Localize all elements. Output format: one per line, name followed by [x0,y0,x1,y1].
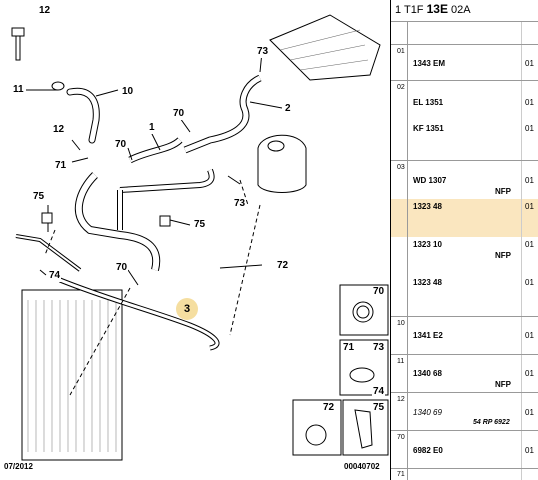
part-number[interactable]: WD 1307 [413,176,447,185]
quantity: 01 [525,240,534,249]
rp-reference: 54 RP 6922 [473,419,510,426]
callout-70-upper: 70 [172,108,186,120]
parts-diagram: 12 73 11 10 2 70 1 12 70 71 75 73 75 70 … [4,5,389,471]
divider [391,21,538,22]
quantity: 01 [525,369,534,378]
callout-73-right: 73 [233,198,247,210]
hose-drawing [11,14,389,461]
quantity: 01 [525,278,534,287]
nfp-note: NFP [495,251,511,260]
callout-73-top: 73 [256,46,270,58]
callout-1: 1 [148,122,156,134]
legend-73-label: 73 [372,342,386,354]
callout-75-left: 75 [32,191,46,203]
quantity: 01 [525,202,534,211]
group-number: 11 [397,358,405,365]
callout-71: 71 [54,160,68,172]
legend-70-label: 70 [372,286,386,298]
quantity: 01 [525,176,534,185]
callout-2: 2 [284,103,292,115]
parts-list-panel: 1 T1F 13E 02A 01 1343 EM 01 02 EL 1351 0… [390,0,538,480]
callout-10: 10 [121,86,135,98]
legend-71-label: 71 [342,342,356,354]
part-number[interactable]: 1340 69 [413,408,442,417]
group-number: 02 [397,84,405,91]
divider [391,468,538,469]
part-number[interactable]: 1340 68 [413,369,442,378]
column-divider [521,22,522,480]
ref-suffix: 02A [447,4,471,16]
part-number[interactable]: EL 1351 [413,98,444,107]
divider [391,430,538,431]
part-number[interactable]: 1343 EM [413,59,446,68]
callout-70-mid: 70 [114,139,128,151]
legend-72-label: 72 [322,402,336,414]
group-number: 01 [397,48,405,55]
callout-75-mid: 75 [193,219,207,231]
callout-12-top: 12 [38,5,52,17]
part-number[interactable]: 1323 48 [413,202,442,211]
quantity: 01 [525,59,534,68]
callout-12-mid: 12 [52,124,66,136]
divider [391,80,538,81]
quantity: 01 [525,331,534,340]
part-number[interactable]: KF 1351 [413,124,444,133]
part-number[interactable]: 6982 E0 [413,446,443,455]
divider [391,354,538,355]
divider [391,160,538,161]
legend-75-label: 75 [372,402,386,414]
legend-74-label: 74 [372,386,386,398]
highlight-row[interactable] [391,199,538,237]
diagram-reference: 1 T1F 13E 02A [395,2,471,16]
group-number: 10 [397,320,405,327]
column-divider [407,22,408,480]
footer-doc-number: 00040702 [344,462,380,471]
radiator-shape [21,289,123,461]
callout-70-low: 70 [115,262,129,274]
ref-bold: 13E [426,2,448,16]
callout-3: 3 [176,298,198,320]
nfp-note: NFP [495,380,511,389]
group-number: 03 [397,164,405,171]
nfp-note: NFP [495,187,511,196]
group-number: 12 [397,396,405,403]
footer-date: 07/2012 [4,462,33,471]
callout-74: 74 [48,270,62,282]
part-number[interactable]: 1341 E2 [413,331,443,340]
divider [391,44,538,45]
quantity: 01 [525,446,534,455]
callout-72: 72 [276,260,290,272]
part-number[interactable]: 1323 10 [413,240,442,249]
group-number: 70 [397,434,405,441]
ref-prefix: 1 T1F [395,4,427,16]
quantity: 01 [525,408,534,417]
part-number[interactable]: 1323 48 [413,278,442,287]
group-number: 71 [397,471,405,478]
divider [391,316,538,317]
quantity: 01 [525,124,534,133]
quantity: 01 [525,98,534,107]
divider [391,392,538,393]
callout-11: 11 [12,84,25,96]
